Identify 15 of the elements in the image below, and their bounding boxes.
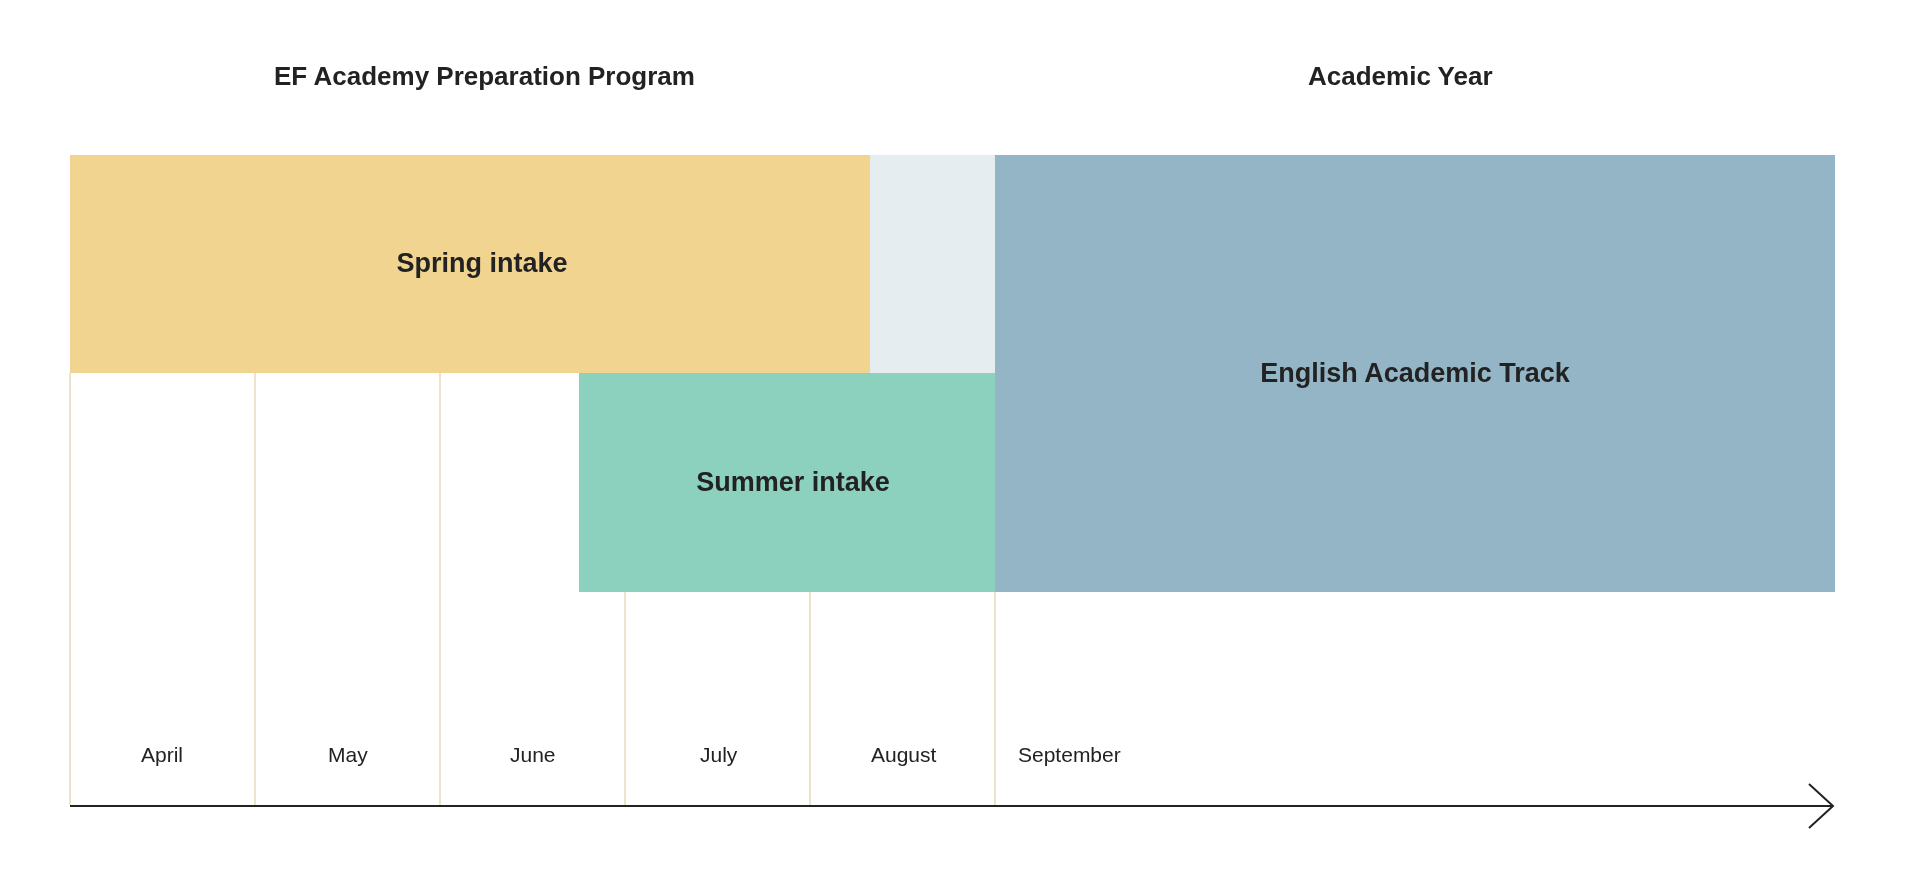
column-heading: EF Academy Preparation Program <box>274 62 695 92</box>
month-label: June <box>510 743 556 768</box>
month-label: April <box>141 743 183 768</box>
bar-label: Spring intake <box>396 248 568 280</box>
gap-block <box>870 155 995 373</box>
bar-label: Summer intake <box>696 466 890 498</box>
column-heading: Academic Year <box>1308 62 1493 92</box>
program-bar <box>70 155 870 373</box>
month-label: August <box>871 743 937 768</box>
month-label: September <box>1018 743 1121 768</box>
month-label: May <box>328 743 368 768</box>
bar-label: English Academic Track <box>1260 357 1570 389</box>
month-label: July <box>700 743 738 768</box>
program-bar <box>995 155 1835 592</box>
program-bar <box>579 373 995 592</box>
